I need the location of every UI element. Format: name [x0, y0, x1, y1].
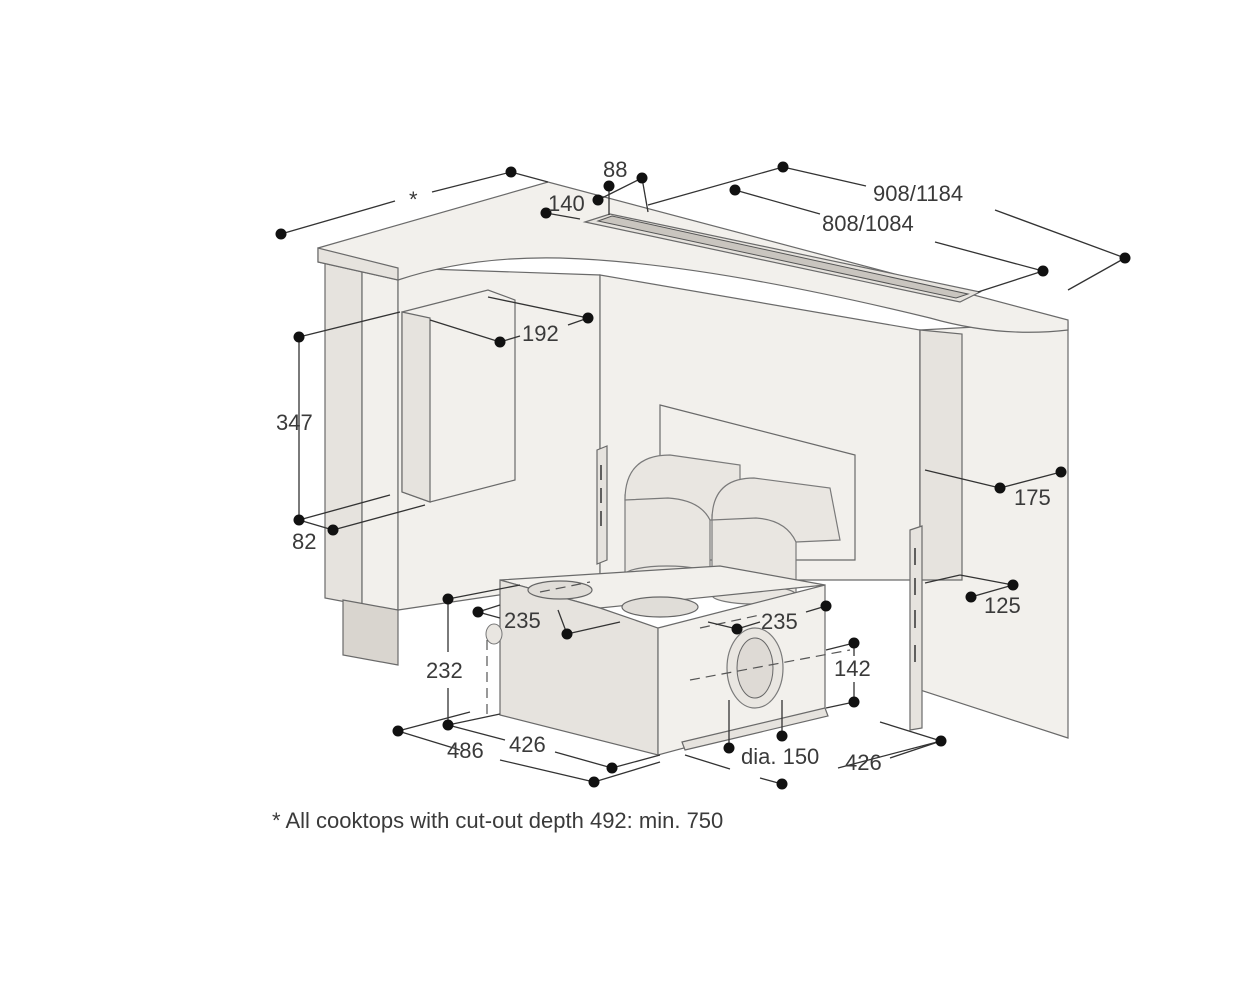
label-width-426-right: 426 — [845, 750, 882, 775]
label-width-star: * — [409, 187, 418, 212]
label-outer-length: 908/1184 — [873, 181, 963, 206]
label-offset-175: 175 — [1014, 485, 1051, 510]
label-depth-140: 140 — [548, 191, 585, 216]
dimension-labels: * 88 140 908/1184 808/1084 192 347 82 17… — [276, 157, 1051, 775]
mounting-rail-right — [909, 525, 923, 731]
countertop — [317, 181, 1069, 333]
label-depth-486: 486 — [447, 738, 484, 763]
label-height-232: 232 — [426, 658, 463, 683]
label-width-426-left: 426 — [509, 732, 546, 757]
dimension-dots — [275, 161, 1131, 790]
label-height-142: 142 — [834, 656, 871, 681]
label-inner-length: 808/1084 — [822, 211, 914, 236]
label-depth-88: 88 — [603, 157, 627, 182]
wall-fan-module — [401, 289, 516, 503]
left-cabinet-panel — [324, 261, 399, 666]
mounting-rail-left — [596, 445, 608, 565]
label-offset-82: 82 — [292, 529, 316, 554]
label-diameter: dia. 150 — [741, 744, 819, 769]
label-offset-125: 125 — [984, 593, 1021, 618]
label-height-347: 347 — [276, 410, 313, 435]
hidden-lines — [486, 581, 851, 718]
label-outlet-235-left: 235 — [504, 608, 541, 633]
right-cabinet-panel — [919, 321, 1069, 739]
footnote: * All cooktops with cut-out depth 492: m… — [272, 808, 724, 833]
label-outlet-235-right: 235 — [761, 609, 798, 634]
label-depth-192: 192 — [522, 321, 559, 346]
